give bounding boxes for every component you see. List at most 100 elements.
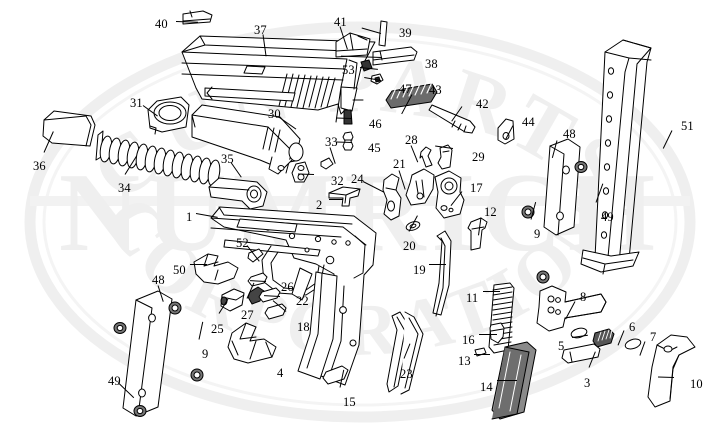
part-44-lever: [497, 118, 515, 145]
part-28-sear: [419, 146, 433, 168]
leader-line-13: [474, 354, 490, 355]
part-53-pin: [360, 59, 373, 72]
callout-number-33: 33: [325, 135, 338, 149]
callout-number-17: 17: [470, 181, 483, 195]
part-23-leaf: [386, 311, 424, 395]
part-32-ring: [291, 161, 310, 183]
callout-number-48: 48: [152, 273, 165, 287]
part-34-recoil-spring: [95, 130, 221, 187]
part-45-pin: [342, 131, 354, 151]
part-6-spring: [592, 328, 615, 348]
part-7-plunger: [624, 338, 642, 350]
callout-number-8: 8: [580, 290, 587, 304]
callout-number-40: 40: [155, 17, 168, 31]
part-1-frame: [210, 206, 377, 386]
part-48-grip-panel-right: [543, 138, 581, 236]
part-19-sear-spring: [432, 230, 452, 317]
callout-number-25: 25: [211, 322, 224, 336]
callout-number-27: 27: [241, 308, 254, 322]
callout-number-24: 24: [351, 172, 364, 186]
callout-number-50: 50: [173, 263, 186, 277]
callout-number-11: 11: [466, 291, 479, 305]
callout-number-29: 29: [472, 150, 485, 164]
callout-number-35: 35: [221, 152, 234, 166]
callout-number-3: 3: [584, 376, 591, 390]
callout-number-26: 26: [281, 280, 294, 294]
callout-number-21: 21: [393, 157, 406, 171]
callout-number-38: 38: [425, 57, 438, 71]
callout-number-43: 43: [429, 83, 442, 97]
callout-number-12: 12: [484, 205, 497, 219]
callout-number-7: 7: [650, 330, 657, 344]
part-48-grip-panel-left: [122, 290, 173, 417]
part-16-mainspring-cap: [489, 322, 505, 344]
callout-number-18: 18: [297, 320, 310, 334]
callout-number-49: 49: [108, 374, 121, 388]
part-26-pin: [247, 272, 268, 287]
leader-line-2: [329, 199, 343, 200]
callout-number-6: 6: [629, 320, 636, 334]
callout-number-14: 14: [480, 380, 493, 394]
callout-number-20: 20: [403, 239, 416, 253]
leader-line-11: [483, 291, 500, 292]
part-11-mainspring: [488, 282, 515, 354]
part-36-plug: [42, 110, 96, 147]
callout-number-13: 13: [458, 354, 471, 368]
part-33-pin: [320, 157, 334, 170]
callout-number-51: 51: [681, 119, 694, 133]
part-4-trigger: [227, 322, 277, 364]
callout-number-42: 42: [476, 97, 489, 111]
callout-number-28: 28: [405, 133, 418, 147]
part-50-magazine-catch: [193, 253, 239, 285]
part-39-pin: [378, 20, 388, 47]
part-22-pin: [258, 287, 281, 303]
part-3-pin: [561, 343, 601, 364]
part-2-plunger-tube: [328, 186, 361, 207]
part-31-bushing: [147, 96, 190, 135]
part-51-magazine: [580, 39, 652, 275]
part-24-slide-stop: [382, 173, 402, 221]
part-10-grip-safety: [647, 334, 696, 408]
part-37-slide: [181, 35, 376, 123]
leader-line-14: [497, 380, 517, 381]
callout-number-37: 37: [254, 23, 267, 37]
part-17-sear-assembly: [434, 170, 465, 219]
part-40-rear-sight: [182, 10, 213, 25]
part-9-grip-screw: [168, 205, 550, 382]
callout-number-36: 36: [33, 159, 46, 173]
leader-line-50: [190, 264, 207, 265]
callout-number-16: 16: [462, 333, 475, 347]
part-18-pin: [264, 303, 287, 320]
leader-line-16: [479, 334, 497, 335]
callout-number-22: 22: [296, 294, 309, 308]
callout-number-1: 1: [186, 210, 193, 224]
part-21-hammer: [405, 168, 435, 206]
part-41-front-sight: [335, 32, 371, 58]
leader-line-19: [429, 264, 446, 265]
callout-number-32: 32: [331, 174, 344, 188]
callout-number-52: 52: [236, 236, 249, 250]
callout-number-10: 10: [690, 377, 703, 391]
callout-number-19: 19: [413, 263, 426, 277]
callout-number-46: 46: [369, 117, 382, 131]
callout-number-23: 23: [400, 367, 413, 381]
part-29-disconnector: [437, 144, 453, 170]
callout-number-47: 47: [399, 82, 412, 96]
callout-number-49: 49: [601, 210, 614, 224]
callout-number-15: 15: [343, 395, 356, 409]
callout-number-34: 34: [118, 181, 131, 195]
callout-number-5: 5: [558, 339, 565, 353]
part-30-barrel: [191, 104, 304, 175]
callout-number-48: 48: [563, 127, 576, 141]
callout-number-45: 45: [368, 141, 381, 155]
callout-number-2: 2: [316, 198, 323, 212]
callout-number-44: 44: [522, 115, 535, 129]
part-38-extractor: [372, 46, 418, 66]
part-46-pin: [343, 109, 353, 125]
callout-number-30: 30: [268, 107, 281, 121]
callout-number-4: 4: [277, 366, 284, 380]
callout-number-31: 31: [130, 96, 143, 110]
part-35-link: [208, 177, 268, 210]
